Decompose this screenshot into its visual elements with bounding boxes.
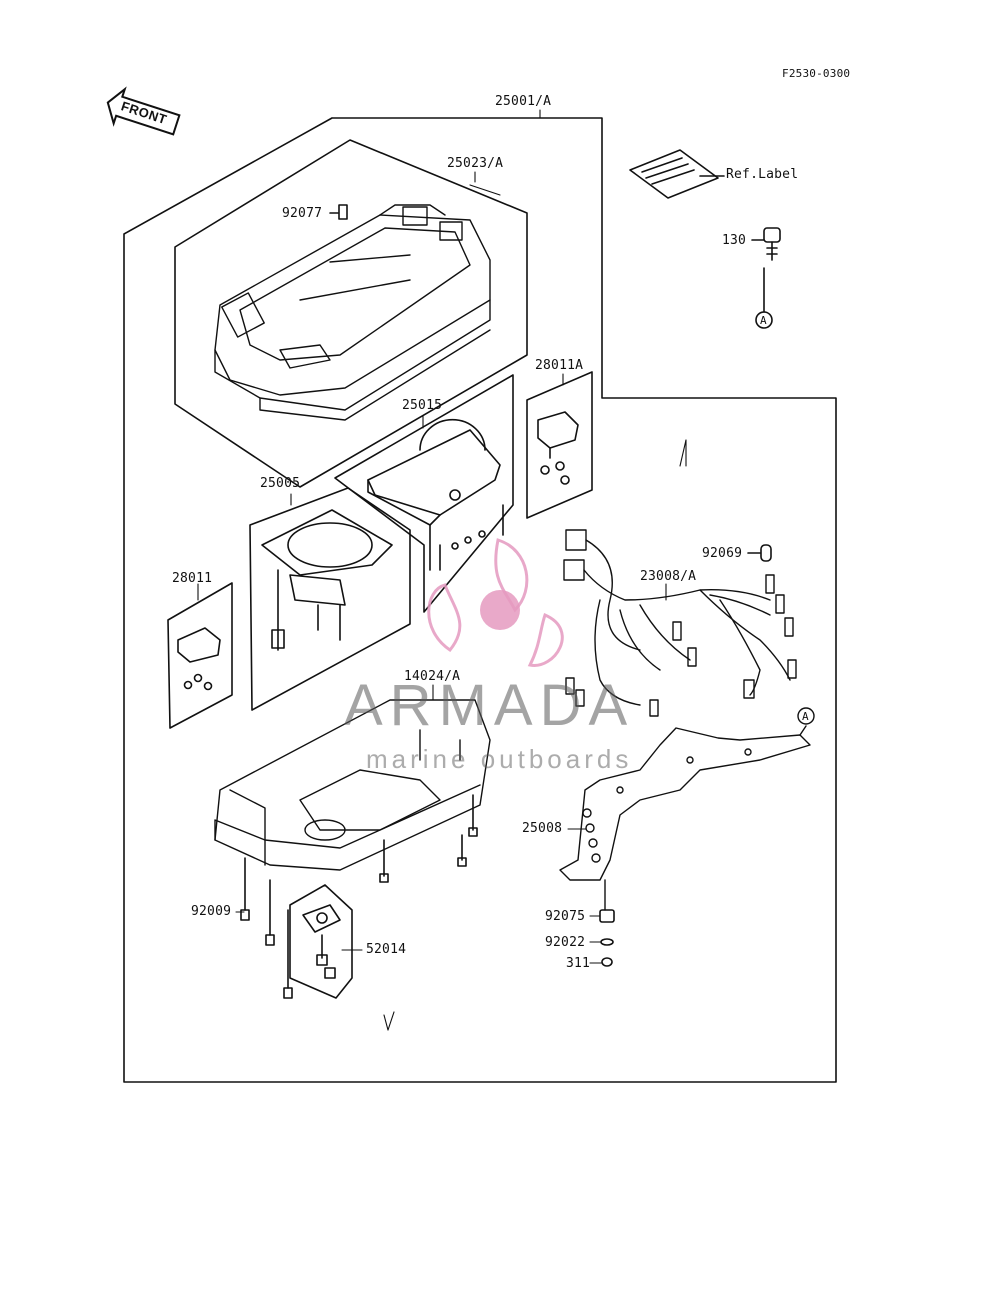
front-arrow: FRONT — [99, 81, 187, 147]
meter-right — [367, 418, 504, 571]
meter-left-frame — [249, 487, 411, 711]
label-92009: 92009 — [191, 904, 232, 919]
label-14024: 14024/A — [404, 669, 461, 684]
label-25015: 25015 — [402, 398, 443, 413]
label-28011a: 28011A — [535, 358, 584, 373]
label-25008: 25008 — [522, 821, 563, 836]
label-130: 130 — [722, 233, 747, 248]
sensor-right — [537, 411, 579, 485]
sensor-left — [177, 627, 221, 691]
watermark-brand: ARMADA — [344, 673, 635, 738]
label-28011: 28011 — [172, 571, 213, 586]
screw-92077 — [329, 204, 348, 220]
front-arrow-icon — [106, 86, 181, 136]
bracket-25008 — [559, 707, 815, 911]
label-25001: 25001/A — [495, 94, 552, 109]
holder — [302, 904, 341, 979]
nut-washers — [599, 909, 615, 967]
label-92075: 92075 — [545, 909, 586, 924]
leader-lines — [197, 109, 687, 1031]
sensor-right-frame — [526, 371, 593, 519]
meter-right-frame — [334, 374, 514, 613]
label-311: 311 — [566, 956, 591, 971]
meter-left — [261, 509, 393, 651]
socket-92069 — [747, 544, 772, 562]
label-25005: 25005 — [260, 476, 301, 491]
cover-frame — [174, 139, 528, 488]
sensor-left-frame — [167, 582, 233, 729]
diagram-code: F2530-0300 — [782, 67, 851, 80]
assembly-outline — [123, 117, 837, 1083]
marker-a-bracket: A — [802, 710, 809, 723]
label-92022: 92022 — [545, 935, 586, 950]
bolt-130 — [751, 227, 781, 329]
label-92069: 92069 — [702, 546, 743, 561]
holder-frame — [289, 884, 353, 999]
label-52014: 52014 — [366, 942, 407, 957]
label-25023: 25023/A — [447, 156, 504, 171]
label-23008: 23008/A — [640, 569, 697, 584]
label-92077: 92077 — [282, 206, 323, 221]
marker-a-top: A — [760, 314, 767, 327]
ref-label-part — [629, 149, 725, 199]
wiring-harness — [563, 529, 797, 717]
watermark-tagline: marine outboards — [366, 744, 633, 774]
meter-case — [214, 699, 491, 871]
label-ref-label: Ref.Label — [726, 167, 799, 182]
meter-cover — [214, 204, 491, 421]
case-screws — [240, 794, 478, 999]
